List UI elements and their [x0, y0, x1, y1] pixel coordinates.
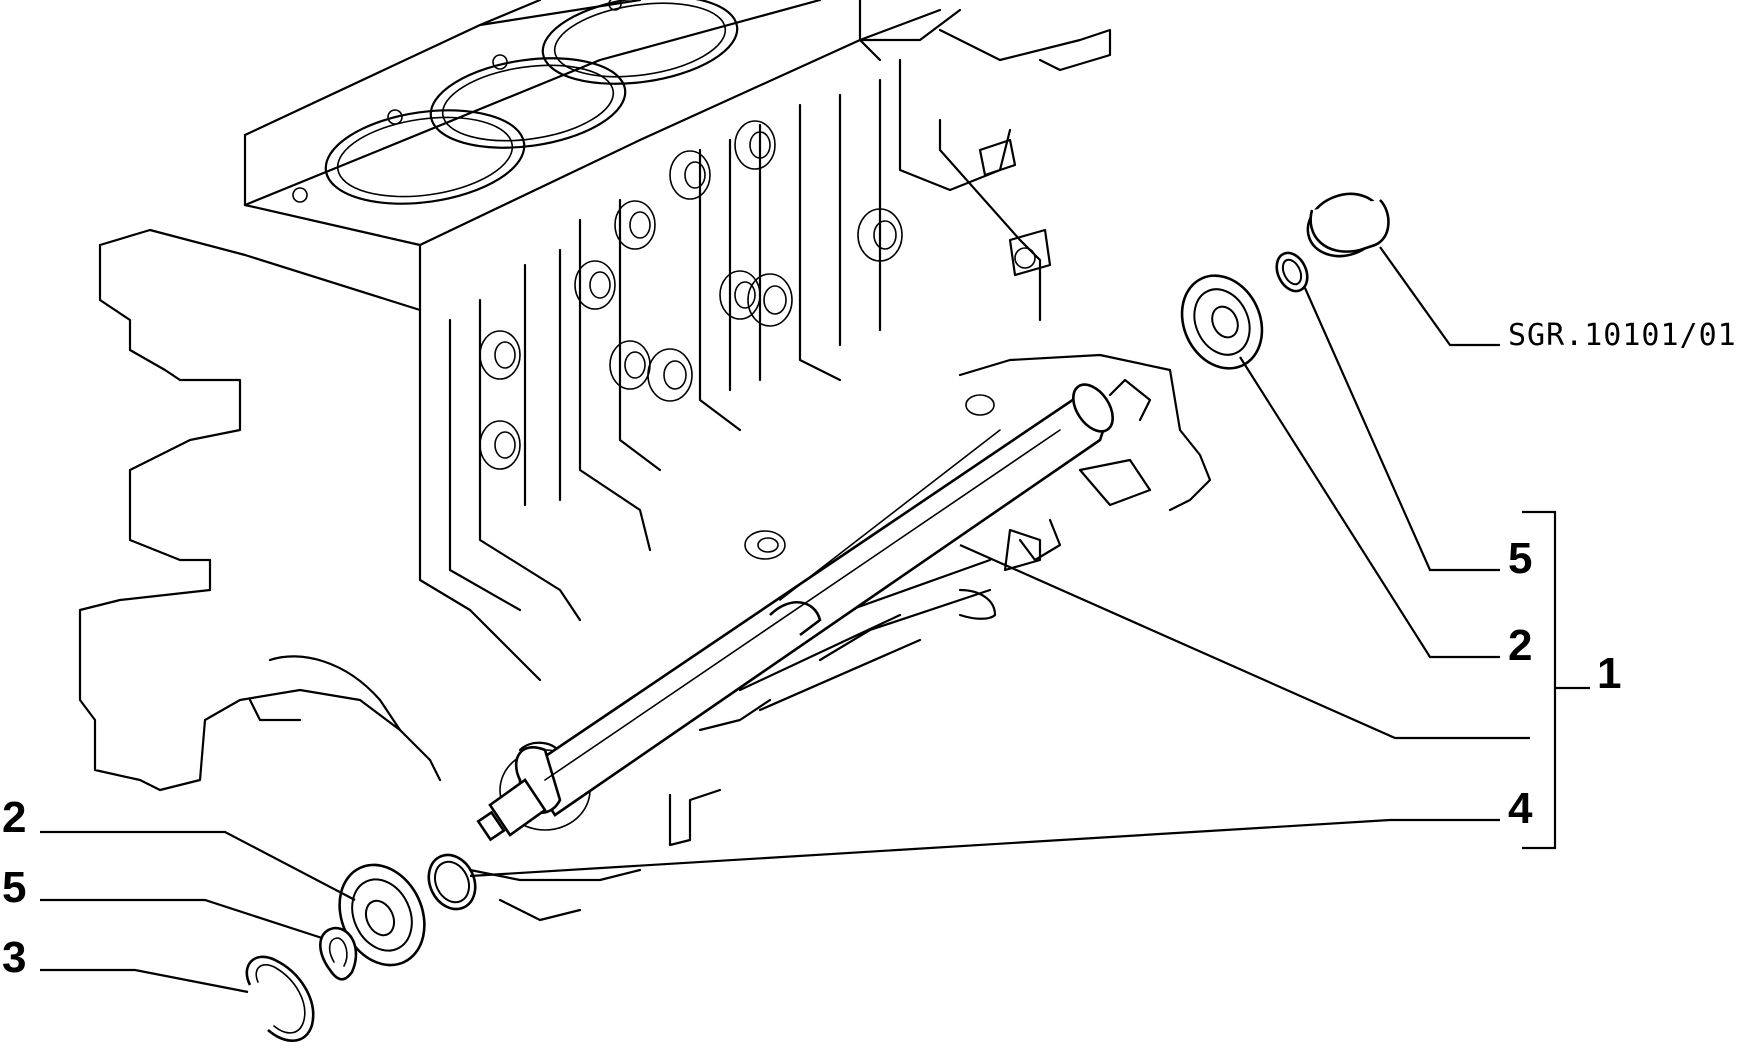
- callout-shaft: 4: [1508, 784, 1533, 833]
- callout-snap-ring-left: 5: [2, 863, 26, 912]
- callout-snap-ring-right: 5: [1508, 534, 1532, 583]
- circlip-left-part: [245, 955, 315, 1042]
- snap-ring-left-part: [319, 926, 358, 981]
- bearing-left-part: [338, 863, 426, 967]
- callout-bearing-right: 2: [1508, 621, 1532, 670]
- reference-code: SGR.10101/01: [1508, 318, 1737, 353]
- callout-bearing-left: 2: [2, 793, 26, 842]
- callout-circlip-left: 3: [2, 933, 26, 982]
- bearing-right-part: [1180, 274, 1264, 370]
- engine-block-illustration: [78, 0, 1212, 922]
- o-ring-part: [427, 853, 477, 911]
- group-bracket: [1522, 510, 1590, 850]
- cap-part: [1306, 192, 1390, 258]
- shaft-part: [476, 383, 1114, 842]
- leader-lines: [40, 246, 1530, 994]
- snap-ring-right-part: [1275, 251, 1309, 293]
- callout-group: 1: [1597, 649, 1621, 698]
